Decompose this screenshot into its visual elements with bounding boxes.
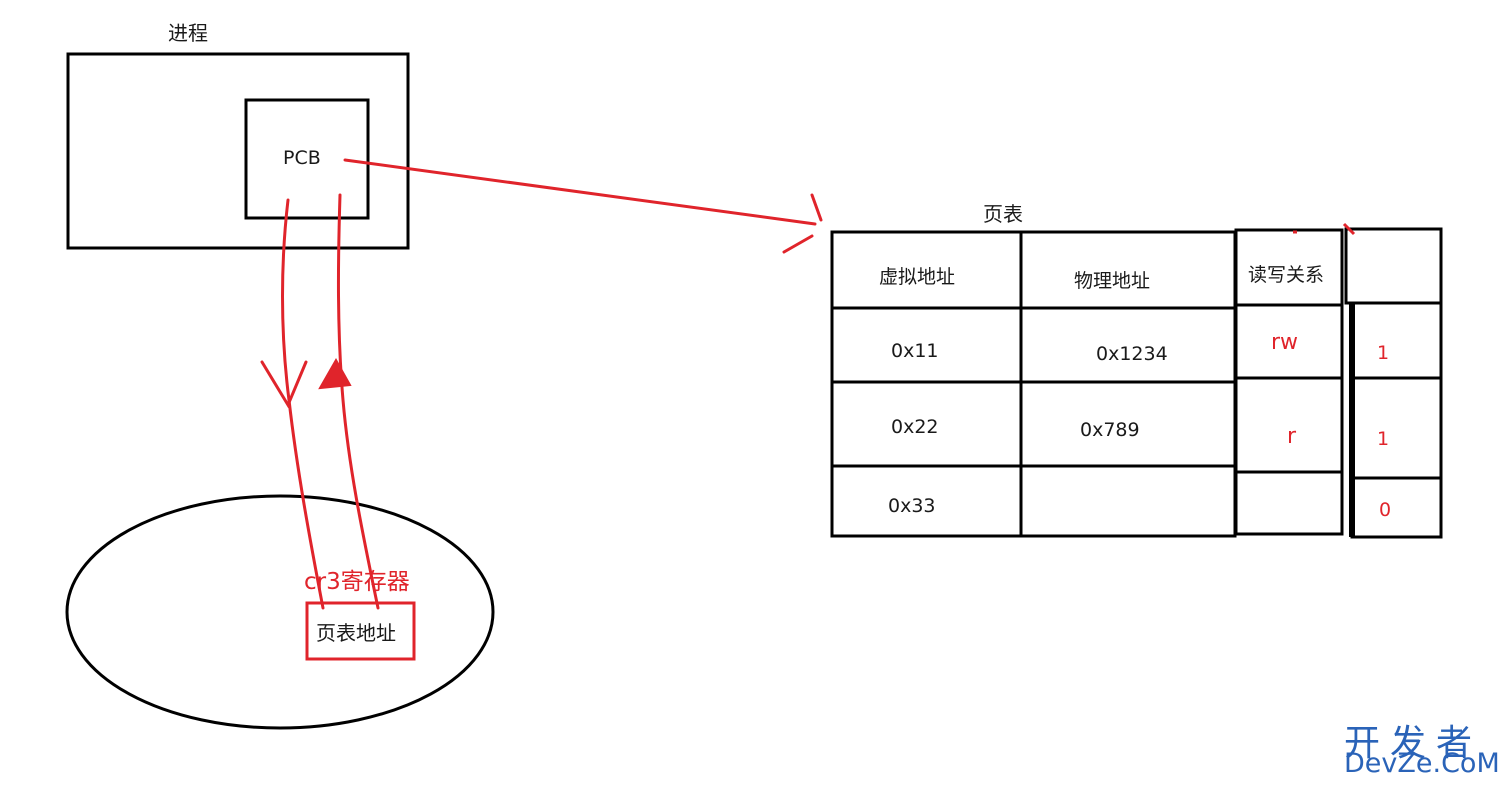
row-2-flag: 1 — [1377, 428, 1390, 450]
pcb-box — [244, 98, 370, 220]
register-content: 页表地址 — [316, 621, 396, 645]
page-table-grid — [830, 227, 1443, 539]
row-1-flag: 1 — [1377, 342, 1390, 364]
row-1-virtual: 0x11 — [891, 340, 939, 362]
register-box — [305, 601, 416, 661]
register-to-pcb-line — [336, 193, 380, 610]
register-name: cr3寄存器 — [304, 569, 410, 595]
row-3-virtual: 0x33 — [888, 495, 936, 517]
memory-ellipse — [65, 494, 495, 730]
pcb-label: PCB — [283, 147, 321, 169]
process-box — [66, 52, 410, 250]
header-perm: 读写关系 — [1248, 264, 1325, 286]
pcb-to-table-arrow — [343, 158, 817, 226]
perm-header-marks — [1293, 222, 1356, 236]
pcb-to-register-arrowhead — [260, 360, 308, 409]
header-physical: 物理地址 — [1074, 270, 1151, 292]
row-2-virtual: 0x22 — [891, 416, 939, 438]
process-title: 进程 — [168, 21, 208, 45]
row-1-physical: 0x1234 — [1096, 343, 1168, 365]
pcb-to-table-arrowhead — [782, 193, 823, 254]
header-virtual: 虚拟地址 — [879, 266, 956, 288]
watermark-domain: DevZe.CoM — [1344, 748, 1500, 779]
row-2-perm: r — [1287, 424, 1297, 449]
watermark-logo-text: 开发者 — [1344, 723, 1483, 764]
row-2-physical: 0x789 — [1080, 419, 1140, 441]
page-table-title: 页表 — [983, 202, 1023, 226]
row-3-flag: 0 — [1379, 499, 1392, 521]
register-to-pcb-arrowhead — [318, 357, 352, 390]
row-1-perm: rw — [1271, 330, 1299, 355]
